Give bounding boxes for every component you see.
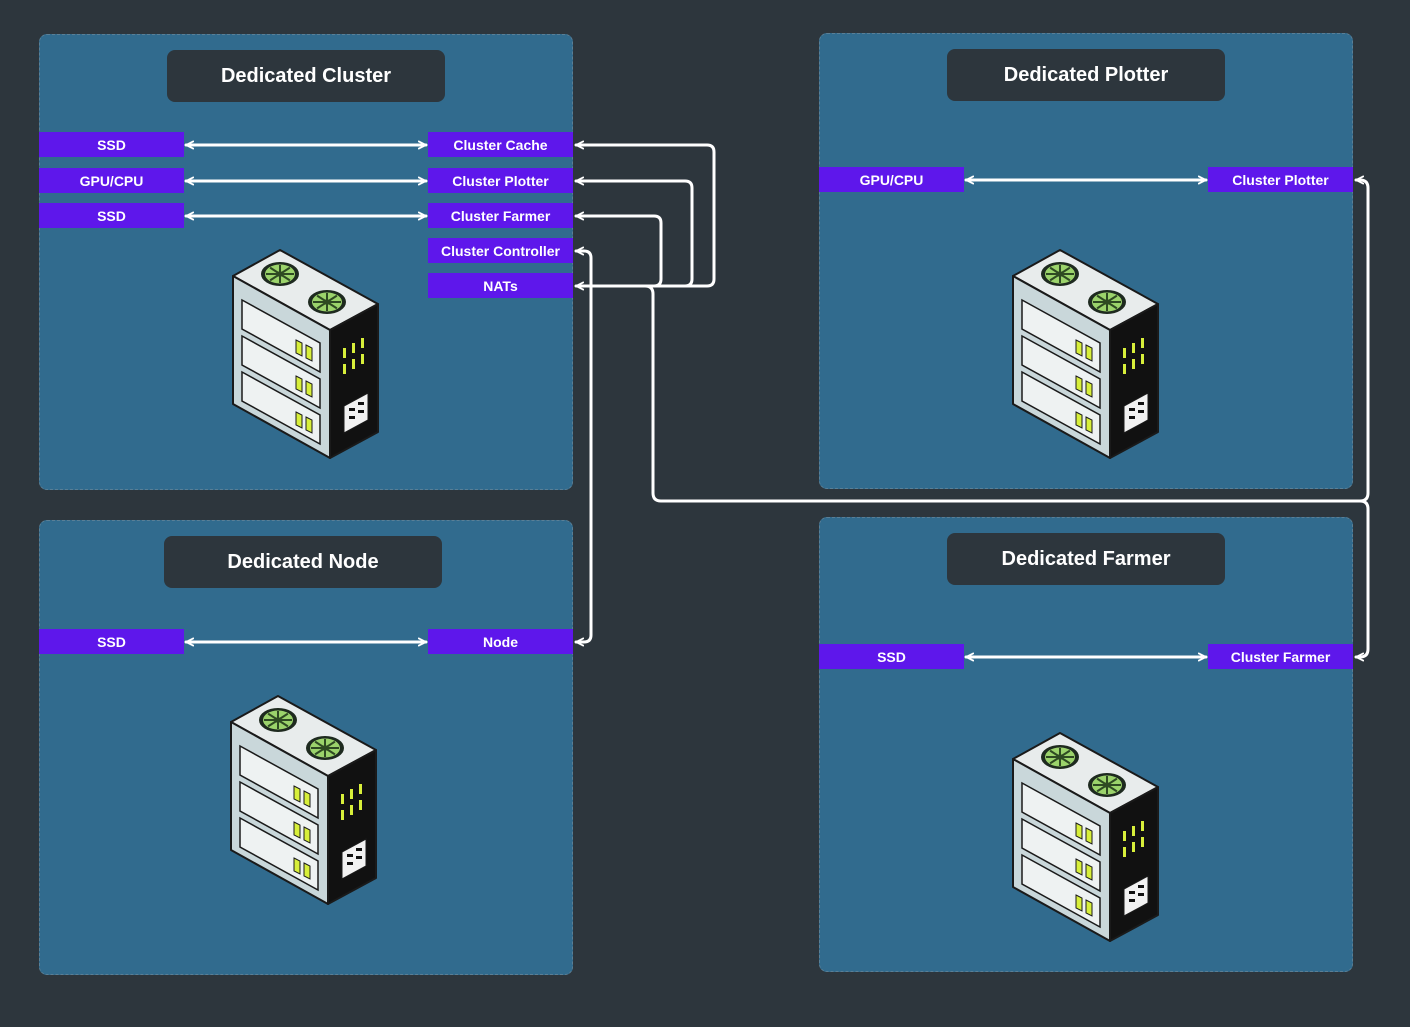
cluster-title: Dedicated Cluster [167,50,445,102]
plotter-title: Dedicated Plotter [947,49,1225,101]
link-nats-plotter [574,176,694,288]
node-title: Dedicated Node [164,536,442,588]
nats-tag: NATs [428,273,573,298]
farmer-left-ssd: SSD [819,644,964,669]
cluster-left-ssd-1: SSD [39,132,184,157]
farmer-right-cluster-farmer: Cluster Farmer [1208,644,1353,669]
farmer-title: Dedicated Farmer [947,533,1225,585]
cluster-plotter-tag: Cluster Plotter [428,168,573,193]
cluster-farmer-tag: Cluster Farmer [428,203,573,228]
server-icon [1012,249,1159,459]
link-nats-cache [574,140,716,291]
cluster-cache-tag: Cluster Cache [428,132,573,157]
server-icon [1012,732,1159,942]
server-icon [230,695,377,905]
cluster-left-gpu-cpu: GPU/CPU [39,168,184,193]
cluster-left-ssd-2: SSD [39,203,184,228]
node-right-node: Node [428,629,573,654]
link-nats-farmer [574,211,663,288]
cluster-controller-tag: Cluster Controller [428,238,573,263]
node-left-ssd: SSD [39,629,184,654]
plotter-left-gpu-cpu: GPU/CPU [819,167,964,192]
link-bus-farmer [1354,499,1370,662]
link-controller-node [574,246,593,647]
plotter-right-cluster-plotter: Cluster Plotter [1208,167,1353,192]
server-icon [232,249,379,459]
